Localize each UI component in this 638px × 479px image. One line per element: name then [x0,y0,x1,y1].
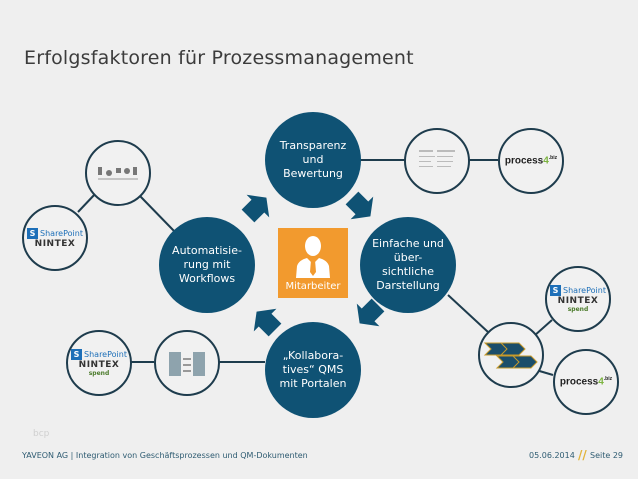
arrow-up-right-icon [241,194,270,223]
report-thumbnail-icon [419,150,455,167]
footer-page: Seite 29 [590,451,624,460]
screenshot-report-circle [404,128,470,194]
process4biz-logo-bottom: process4.biz [553,349,619,415]
arrow-down-left-icon [356,298,385,327]
watermark: bcp [33,429,50,439]
footer-left: YAVEON AG | Integration von Geschäftspro… [22,451,308,460]
slide-title: Erfolgsfaktoren für Prozessmanagement [24,47,414,69]
workflow-thumbnail-icon [98,167,138,180]
person-icon [296,236,330,278]
arrow-up-left-icon [253,308,282,337]
center-label: Mitarbeiter [285,281,341,292]
portal-screens-circle [154,330,220,396]
slash-divider-icon: // [578,448,587,462]
arrow-down-right-icon [345,191,374,220]
portal-thumbnail-icon [169,352,205,376]
footer-date: 05.06.2014 [529,451,575,460]
process-chevrons-circle [478,322,544,388]
center-employee: Mitarbeiter [278,228,348,298]
process4biz-logo-top: process4.biz [498,128,564,194]
process-chevron-icon [483,342,538,369]
workflow-diagram-circle [85,140,151,206]
